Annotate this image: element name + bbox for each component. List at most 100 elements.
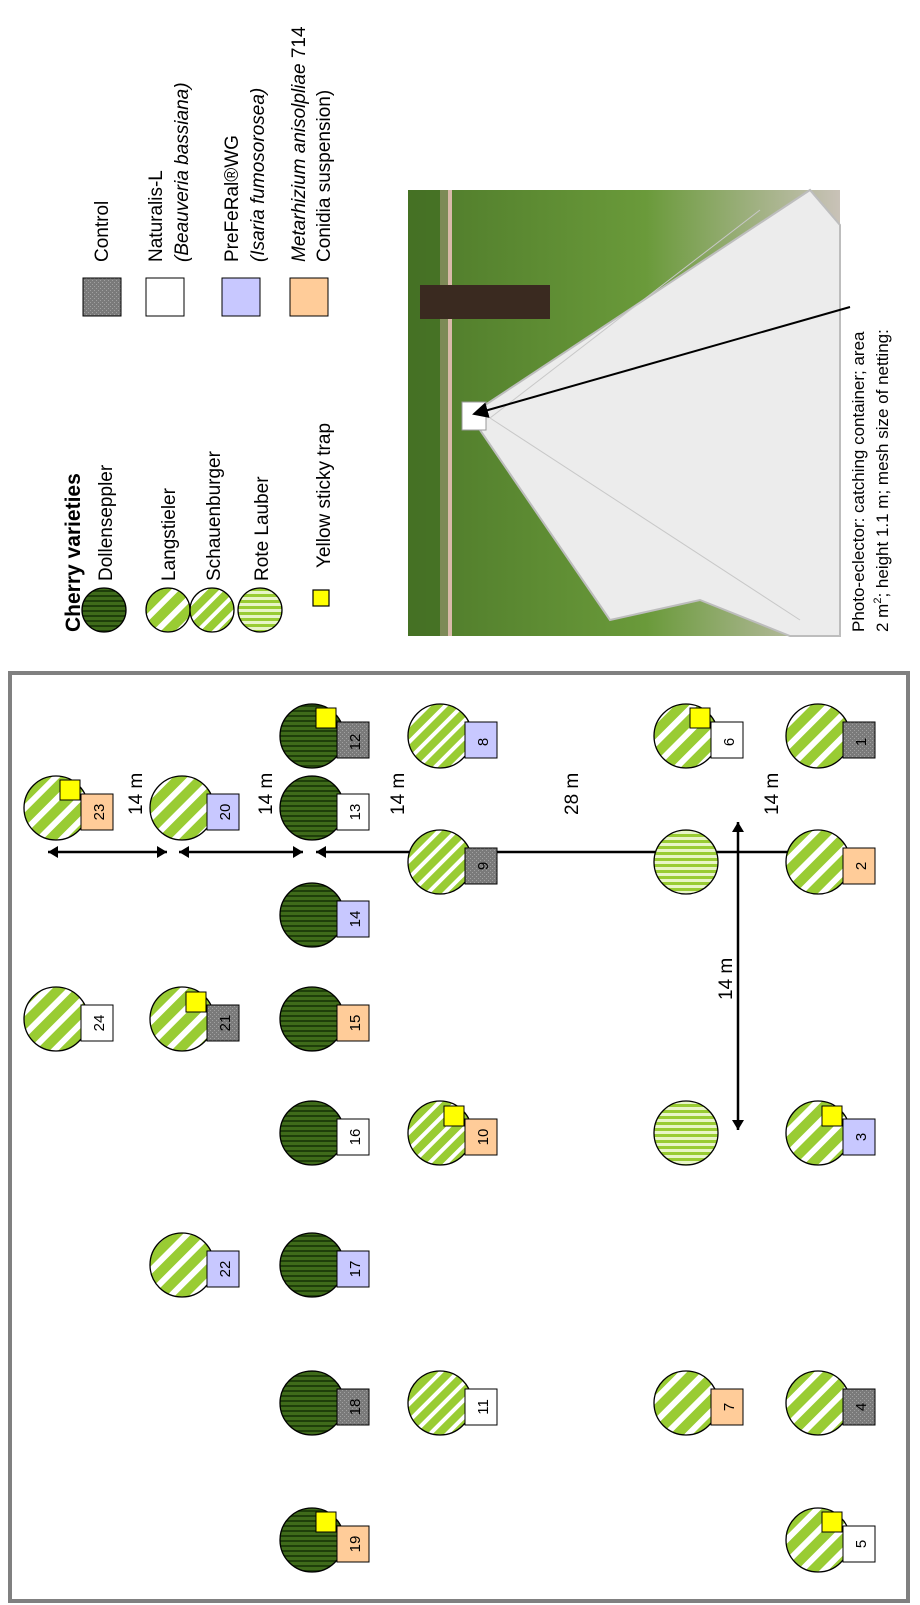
plot-number: 24 xyxy=(91,1015,108,1032)
tree-dollenseppler xyxy=(280,883,344,947)
label-naturalis-species: (Beauveria bassiana) xyxy=(172,82,193,262)
plot-rote-lauber-a xyxy=(654,830,718,894)
plot-number: 23 xyxy=(91,804,108,821)
tree-langstieler xyxy=(150,1233,214,1297)
tree-langstieler xyxy=(786,704,850,768)
plot-number: 13 xyxy=(347,804,364,821)
tree-dollenseppler xyxy=(280,987,344,1051)
photo-caption: Photo-eclector: catching container; area… xyxy=(849,329,892,632)
distance-label-1: 14 m xyxy=(126,773,147,815)
plot-18: 18 xyxy=(280,1371,369,1435)
photo-caption-line2: 2 m2; height 1.1 m; mesh size of netting… xyxy=(872,329,892,632)
plot-number: 3 xyxy=(853,1133,870,1141)
plot-number: 21 xyxy=(217,1015,234,1032)
photo-eclector-image xyxy=(408,190,840,636)
swatch-dollenseppler xyxy=(82,588,126,632)
plot-11: 11 xyxy=(408,1371,497,1435)
plot-2: 2 xyxy=(786,830,875,894)
plot-number: 14 xyxy=(347,911,364,928)
yellow-sticky-trap xyxy=(444,1106,464,1126)
plot-number: 10 xyxy=(475,1129,492,1146)
plot-number: 6 xyxy=(721,738,738,746)
yellow-sticky-trap xyxy=(690,708,710,728)
tree-langstieler xyxy=(654,1371,718,1435)
plot-15: 15 xyxy=(280,987,369,1051)
plot-rote-lauber-b xyxy=(654,1101,718,1165)
plot-number: 15 xyxy=(347,1015,364,1032)
plot-number: 2 xyxy=(853,862,870,870)
plot-4: 4 xyxy=(786,1371,875,1435)
tree-schauenburger xyxy=(408,830,472,894)
plot-14: 14 xyxy=(280,883,369,947)
plot-24: 24 xyxy=(24,987,113,1051)
plot-number: 19 xyxy=(347,1536,364,1553)
yellow-sticky-trap xyxy=(316,1512,336,1532)
yellow-sticky-trap xyxy=(822,1106,842,1126)
plot-number: 18 xyxy=(347,1399,364,1416)
plot-number: 11 xyxy=(475,1399,492,1415)
plot-21: 21 xyxy=(150,987,239,1051)
plot-3: 3 xyxy=(786,1101,875,1165)
plot-22: 22 xyxy=(150,1233,239,1297)
plot-9: 9 xyxy=(408,830,497,894)
tree-dollenseppler xyxy=(280,1101,344,1165)
plot-8: 8 xyxy=(408,704,497,768)
plot-number: 1 xyxy=(853,738,870,746)
tree-dollenseppler xyxy=(280,1233,344,1297)
tree-rote-lauber xyxy=(654,1101,718,1165)
plot-number: 17 xyxy=(347,1261,364,1278)
plot-19: 19 xyxy=(280,1508,369,1572)
swatch-rote-lauber xyxy=(238,588,282,632)
plot-13: 13 xyxy=(280,776,369,840)
tree-dollenseppler xyxy=(280,1371,344,1435)
plot-number: 9 xyxy=(475,862,492,870)
tree-schauenburger xyxy=(408,704,472,768)
tree-dollenseppler xyxy=(280,776,344,840)
yellow-sticky-trap xyxy=(316,708,336,728)
plot-6: 6 xyxy=(654,704,743,768)
swatch-naturalis xyxy=(146,278,184,316)
legend: Cherry varieties Dollenseppler Langstiel… xyxy=(62,26,335,632)
plot-20: 20 xyxy=(150,776,239,840)
photo-caption-line1: Photo-eclector: catching container; area xyxy=(849,331,868,632)
plot-1: 1 xyxy=(786,704,875,768)
tree-langstieler xyxy=(150,776,214,840)
caption-height-mesh: ; height 1.1 m; mesh size of netting: xyxy=(873,329,892,597)
label-metarhizium: Metarhizium anisolpliae 714 xyxy=(289,26,310,262)
distance-label-2: 14 m xyxy=(256,773,277,815)
distance-label-3: 14 m xyxy=(388,773,409,815)
plot-10: 10 xyxy=(408,1101,497,1165)
label-yellow-sticky-trap: Yellow sticky trap xyxy=(314,423,335,568)
swatch-control xyxy=(83,278,121,316)
label-naturalis: Naturalis-L xyxy=(146,170,167,262)
distance-label-5: 14 m xyxy=(762,773,783,815)
swatch-yellow-sticky-trap xyxy=(313,590,329,606)
label-schauenburger: Schauenburger xyxy=(204,450,225,581)
tree-langstieler xyxy=(786,1371,850,1435)
label-langstieler: Langstieler xyxy=(159,487,180,581)
swatch-langstieler xyxy=(146,588,190,632)
yellow-sticky-trap xyxy=(186,992,206,1012)
swatch-metarhizium xyxy=(290,278,328,316)
plot-17: 17 xyxy=(280,1233,369,1297)
caption-area-value: 2 m xyxy=(873,604,892,632)
distance-label-4: 28 m xyxy=(562,773,583,815)
plot-number: 22 xyxy=(217,1261,234,1278)
yellow-sticky-trap xyxy=(822,1512,842,1532)
catching-container xyxy=(462,402,486,430)
swatch-schauenburger xyxy=(190,588,234,632)
plot-number: 5 xyxy=(853,1540,870,1548)
plot-number: 4 xyxy=(853,1403,870,1411)
label-rote-lauber: Rote Lauber xyxy=(252,476,273,581)
plot-16: 16 xyxy=(280,1101,369,1165)
swatch-preferal xyxy=(222,278,260,316)
distance-label-6: 14 m xyxy=(716,958,737,1000)
label-metarhizium-species: Metarhizium anisolpliae xyxy=(289,63,310,262)
plot-number: 8 xyxy=(475,738,492,746)
tree-langstieler xyxy=(786,830,850,894)
label-control: Control xyxy=(92,201,113,262)
plot-number: 7 xyxy=(721,1403,738,1411)
plot-7: 7 xyxy=(654,1371,743,1435)
label-metarhizium-strain: 714 xyxy=(289,26,310,63)
